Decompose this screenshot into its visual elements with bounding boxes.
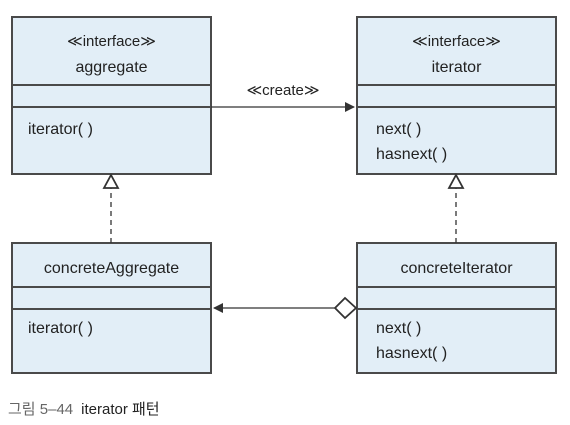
- hollow-triangle-iterator-icon: [447, 173, 465, 189]
- create-label: ≪create≫: [246, 82, 319, 99]
- realization-iterator: [447, 173, 465, 243]
- aggregation-association: [213, 296, 358, 320]
- figure-title: iterator 패턴: [81, 401, 160, 418]
- iterator-method-hasnext: hasnext( ): [376, 146, 447, 163]
- concrete-iterator-box: concreteIterator next( ) hasnext( ): [356, 242, 557, 374]
- hollow-triangle-aggregate-icon: [102, 173, 120, 189]
- concrete-iterator-name: concreteIterator: [400, 260, 513, 277]
- realization-aggregate: [102, 173, 120, 243]
- figure-number: 그림 5–44: [8, 401, 74, 418]
- iterator-name: iterator: [432, 59, 482, 76]
- iterator-interface-box: ≪interface≫ iterator next( ) hasnext( ): [356, 16, 557, 175]
- figure-caption: 그림 5–44 iterator 패턴: [8, 398, 160, 419]
- create-association: ≪create≫: [211, 82, 355, 112]
- hollow-diamond-icon: [333, 296, 358, 320]
- aggregate-interface-box: ≪interface≫ aggregate iterator( ): [11, 16, 212, 175]
- concrete-aggregate-box: concreteAggregate iterator( ): [11, 242, 212, 374]
- aggregate-name: aggregate: [75, 59, 147, 76]
- concrete-iterator-method-hasnext: hasnext( ): [376, 345, 447, 362]
- aggregate-stereotype: ≪interface≫: [67, 33, 156, 50]
- concrete-aggregate-method-iterator: iterator( ): [28, 320, 93, 337]
- concrete-aggregate-name: concreteAggregate: [44, 260, 179, 277]
- iterator-stereotype: ≪interface≫: [412, 33, 501, 50]
- aggregate-method-iterator: iterator( ): [28, 121, 93, 138]
- concrete-iterator-method-next: next( ): [376, 320, 421, 337]
- iterator-method-next: next( ): [376, 121, 421, 138]
